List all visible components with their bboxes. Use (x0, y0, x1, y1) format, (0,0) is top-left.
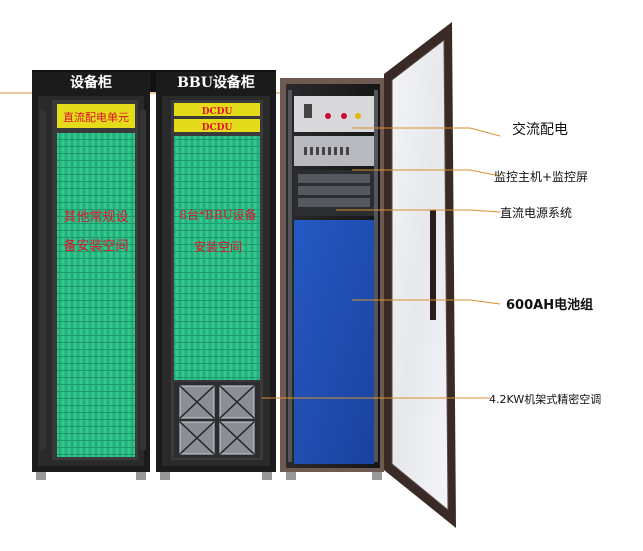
left-dc-unit-label: 直流配电单元 (63, 110, 129, 124)
callout-monitoring-host: 监控主机+监控屏 (494, 170, 588, 184)
dcdu-top-bg (174, 103, 260, 116)
left-space-line2: 备安装空间 (63, 238, 128, 254)
left-cabinet (32, 72, 150, 480)
dcdu-bottom-label: DCDU (202, 123, 233, 133)
door-handle (430, 210, 436, 320)
left-dc-unit-label-bg (57, 104, 135, 128)
left-space-line1: 其他常规设 (63, 210, 128, 225)
middle-space-line1: 8台*BBU设备 (179, 207, 256, 222)
callout-ac-distribution: 交流配电 (512, 121, 568, 138)
callout-air-conditioner: 4.2KW机架式精密空调 (489, 392, 601, 406)
callout-lines (262, 127, 501, 399)
dcdu-bottom-bg (174, 119, 260, 132)
middle-cabinet-title: BBU设备柜 (177, 74, 255, 91)
dcdu-top-label: DCDU (202, 107, 233, 117)
middle-green-panel (174, 136, 260, 380)
left-cabinet-title: 设备柜 (70, 74, 112, 91)
open-door (384, 22, 456, 528)
left-green-panel (57, 133, 135, 457)
middle-space-line2: 安装空间 (194, 239, 242, 254)
callout-battery: 600AH电池组 (506, 297, 593, 313)
right-rack (280, 78, 384, 480)
battery-bank (294, 220, 374, 464)
callout-dc-power: 直流电源系统 (500, 206, 572, 220)
middle-cabinet (156, 72, 276, 480)
